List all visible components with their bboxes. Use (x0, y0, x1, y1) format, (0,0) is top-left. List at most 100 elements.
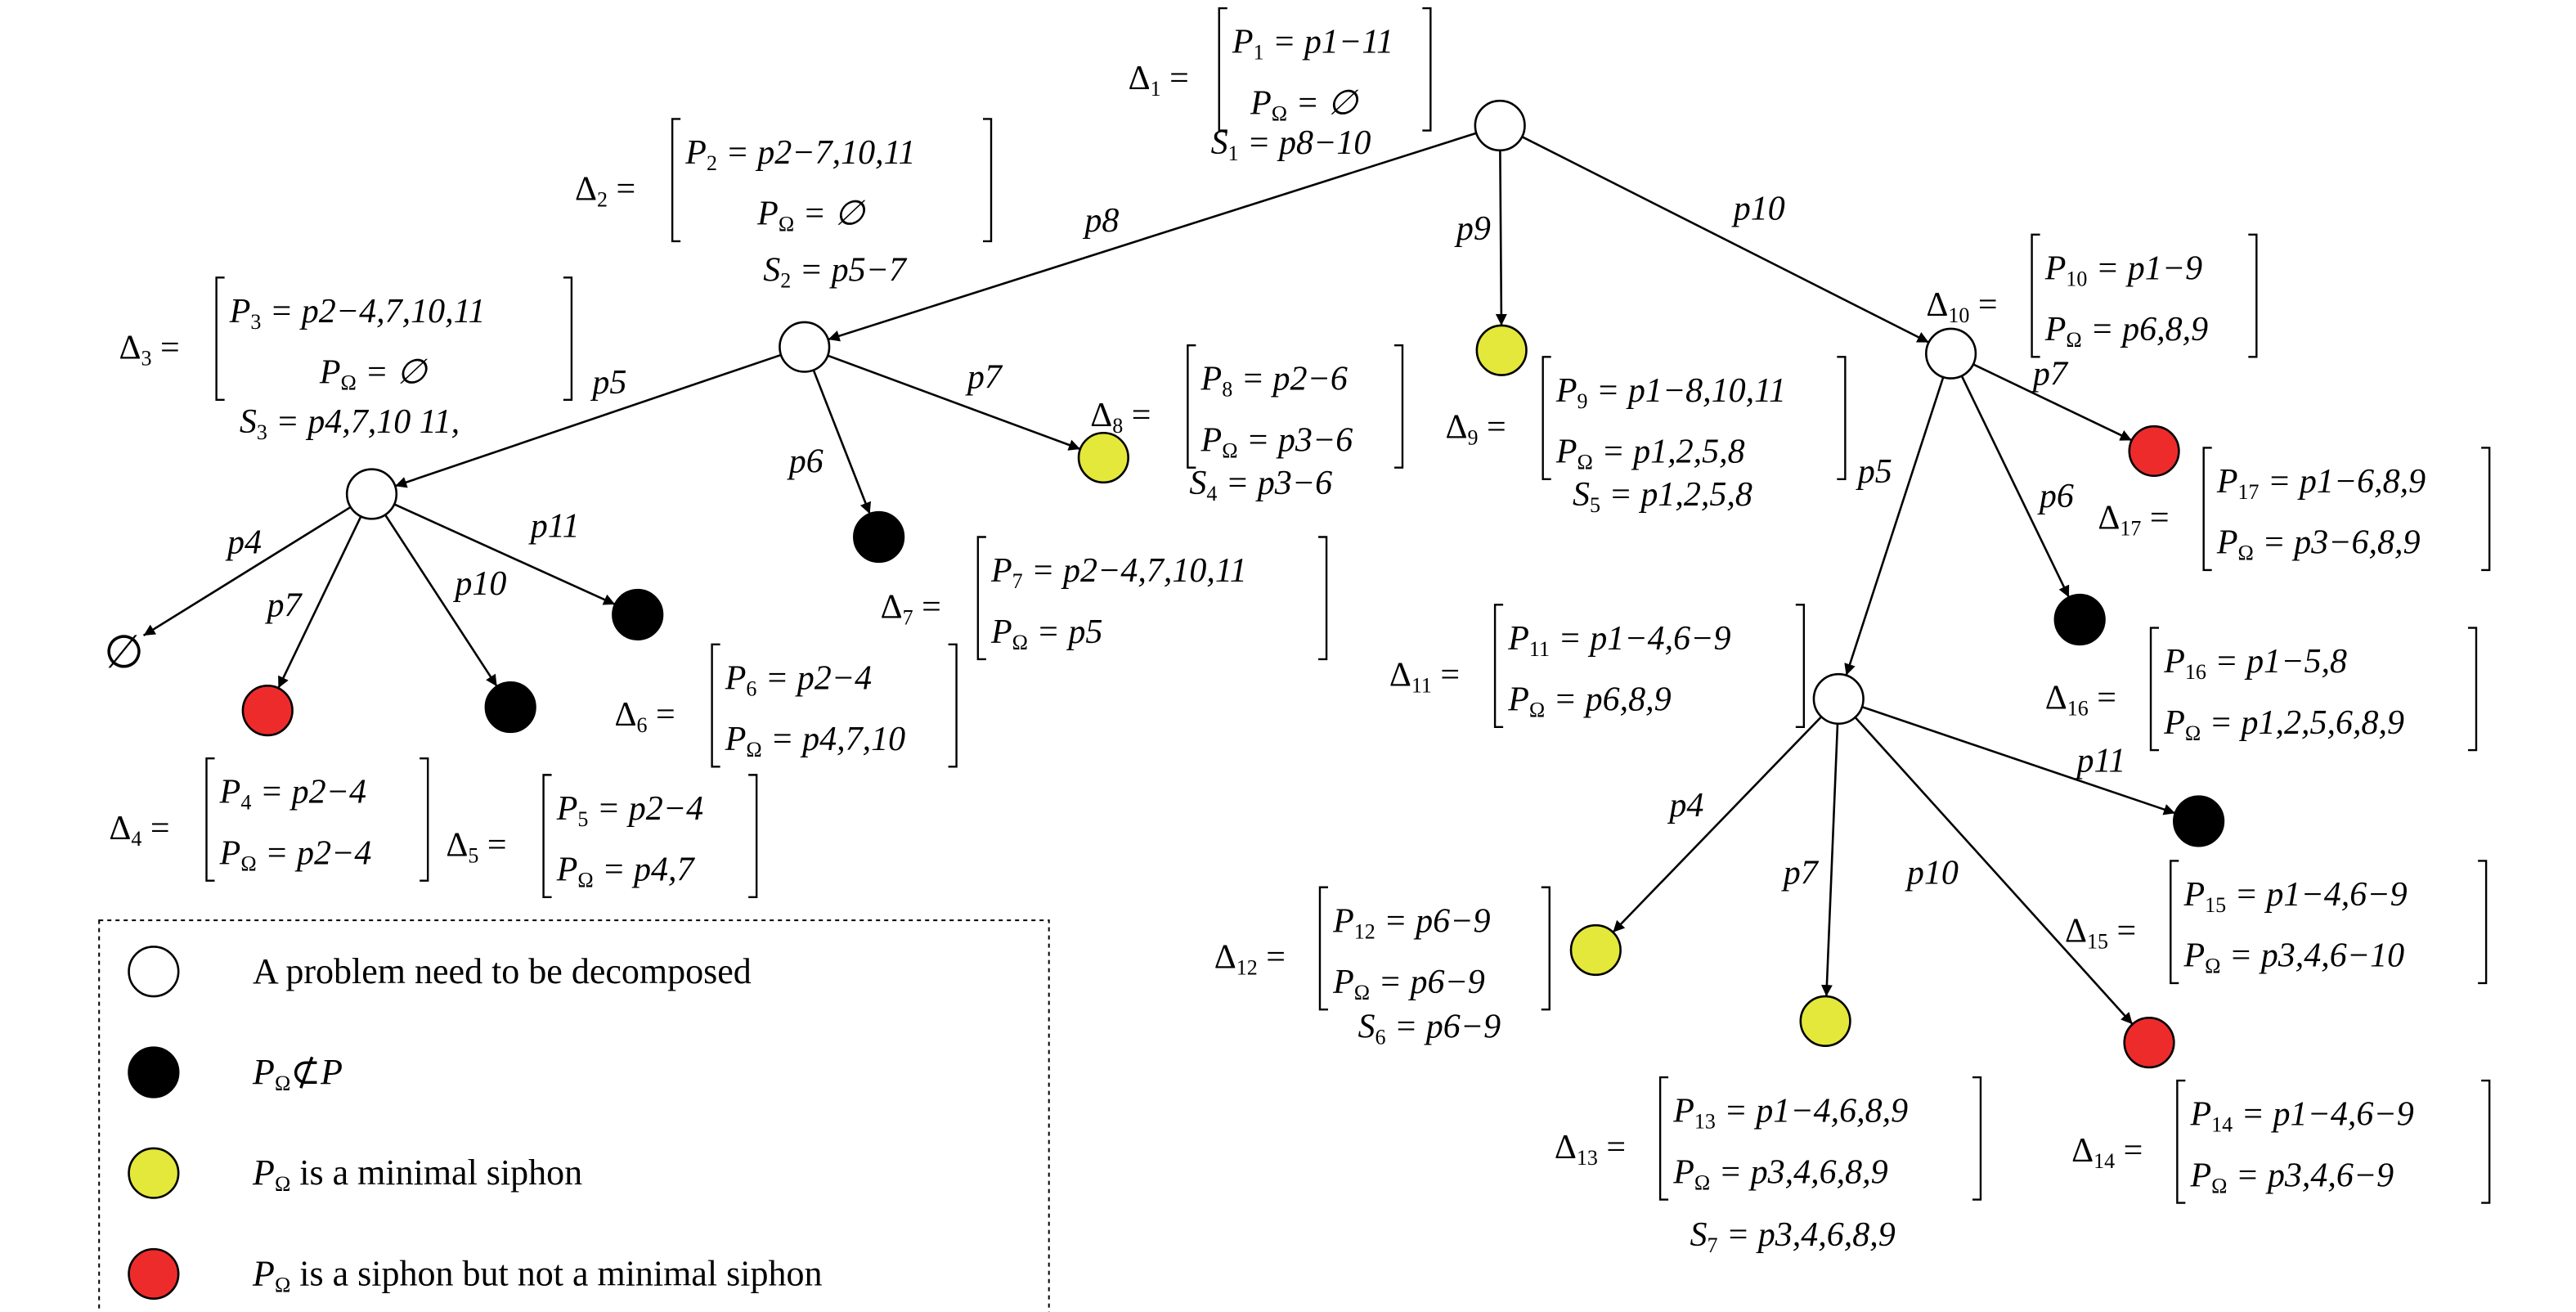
delta-15-bracket-right (2478, 860, 2488, 985)
delta-9-bracket-right (1837, 356, 1847, 480)
delta-12-pomega-row: PΩ = p6−9 (1332, 964, 1485, 1004)
edge-label-n1-n10: p10 (1731, 191, 1785, 228)
delta-13-name: Δ13 = (1555, 1129, 1626, 1170)
delta-4-p-row: P4 = p2−4 (219, 774, 366, 815)
delta-13-s-row: S7 = p3,4,6,8,9 (1690, 1216, 1895, 1257)
delta-2-bracket-right (983, 118, 993, 243)
delta-1-pomega-row: PΩ = ∅ (1250, 84, 1359, 125)
delta-6-bracket-right (948, 643, 958, 768)
delta-1-bracket-right (1422, 7, 1432, 132)
delta-17-bracket-left (2202, 447, 2212, 572)
legend-item-non_minimal_siphon: PΩ is a siphon but not a minimal siphon (252, 1253, 822, 1296)
delta-12-name: Δ12 = (1214, 939, 1286, 980)
node-n9 (1475, 324, 1528, 376)
delta-4: Δ4 =P4 = p2−4PΩ = p2−4 (109, 757, 429, 882)
empty-set-terminal: ∅ (104, 627, 144, 678)
delta-8: Δ8 =P8 = p2−6PΩ = p3−6S4 = p3−6 (1090, 344, 1404, 505)
delta-7-p-row: P7 = p2−4,7,10,11 (990, 552, 1247, 593)
legend-item-unexpanded: A problem need to be decomposed (253, 951, 752, 991)
delta-16-pomega-row: PΩ = p1,2,5,6,8,9 (2163, 704, 2404, 745)
delta-8-p-row: P8 = p2−6 (1200, 361, 1348, 402)
legend-swatch-unexpanded (128, 946, 180, 998)
edge-label-n3-n5: p10 (452, 565, 506, 603)
delta-13: Δ13 =P13 = p1−4,6,8,9PΩ = p3,4,6,8,9S7 =… (1555, 1076, 1982, 1257)
delta-17-pomega-row: PΩ = p3−6,8,9 (2216, 524, 2421, 565)
delta-7-bracket-left (976, 536, 986, 661)
delta-10-p-row: P10 = p1−9 (2044, 249, 2202, 290)
edge-n1-n10 (1521, 136, 1930, 344)
edge-label-n2-n8: p7 (965, 359, 1003, 397)
edge-n3-n6 (393, 503, 616, 606)
delta-8-pomega-row: PΩ = p3−6 (1200, 421, 1353, 462)
delta-11-bracket-left (1493, 604, 1504, 728)
delta-12-s-row: S6 = p6−9 (1358, 1009, 1501, 1049)
delta-1-p-row: P1 = p1−11 (1232, 24, 1393, 65)
delta-2-name: Δ2 = (575, 170, 635, 211)
delta-6-name: Δ6 = (614, 696, 675, 737)
delta-5: Δ5 =P5 = p2−4PΩ = p4,7 (446, 774, 758, 899)
delta-13-bracket-right (1972, 1076, 1982, 1201)
delta-9-name: Δ9 = (1446, 408, 1506, 449)
edge-n3-n4 (277, 515, 362, 689)
edge-label-n11-n15: p11 (2074, 742, 2125, 780)
node-n10 (1925, 327, 1977, 380)
delta-14-bracket-left (2176, 1079, 2186, 1204)
delta-13-p-row: P13 = p1−4,6,8,9 (1672, 1093, 1908, 1134)
delta-11-p-row: P11 = p1−4,6−9 (1507, 620, 1730, 661)
delta-6: Δ6 =P6 = p2−4PΩ = p4,7,10 (614, 643, 958, 768)
delta-9-s-row: S5 = p1,2,5,8 (1573, 476, 1752, 517)
delta-2-bracket-left (671, 118, 681, 243)
delta-7-name: Δ7 = (881, 588, 941, 629)
node-n14 (2123, 1017, 2175, 1069)
delta-13-bracket-left (1658, 1076, 1669, 1201)
node-n17 (2128, 425, 2180, 478)
node-n13 (1799, 995, 1851, 1047)
edge-label-n10-n17: p7 (2031, 356, 2069, 393)
delta-12-p-row: P12 = p6−9 (1332, 902, 1490, 943)
delta-8-bracket-right (1393, 344, 1404, 469)
delta-3-pomega-row: PΩ = ∅ (319, 354, 429, 395)
edge-n1-n2 (828, 132, 1477, 342)
edge-n3-empty (142, 505, 352, 637)
delta-16-p-row: P16 = p1−5,8 (2163, 643, 2347, 684)
delta-9-pomega-row: PΩ = p1,2,5,8 (1555, 434, 1745, 474)
delta-6-bracket-left (711, 643, 720, 768)
edge-n3-n5 (384, 514, 498, 687)
legend-swatch-minimal_siphon (128, 1147, 180, 1199)
delta-4-pomega-row: PΩ = p2−4 (219, 834, 372, 875)
delta-2-p-row: P2 = p2−7,10,11 (684, 134, 915, 175)
edge-label-n3-n4: p7 (264, 586, 303, 624)
edge-n10-n11 (1844, 376, 1945, 676)
edge-n11-n14 (1854, 717, 2134, 1026)
edge-n11-n12 (1612, 716, 1823, 933)
edge-n2-n8 (827, 354, 1081, 451)
edge-n2-n3 (394, 353, 782, 488)
delta-3-bracket-left (215, 276, 225, 402)
edge-label-n1-n2: p8 (1082, 202, 1119, 240)
edges-layer (142, 132, 2176, 1026)
delta-15: Δ15 =P15 = p1−4,6−9PΩ = p3,4,6−10 (2065, 860, 2488, 985)
node-n8 (1077, 431, 1129, 484)
delta-9-p-row: P9 = p1−8,10,11 (1555, 372, 1786, 413)
edge-n10-n17 (1972, 363, 2133, 442)
delta-14: Δ14 =P14 = p1−4,6−9PΩ = p3,4,6−9 (2071, 1079, 2491, 1204)
node-n16 (2053, 593, 2106, 646)
node-n12 (1569, 923, 1622, 977)
delta-15-bracket-left (2170, 860, 2179, 985)
delta-1-name: Δ1 = (1129, 60, 1189, 101)
delta-3-p-row: P3 = p2−4,7,10,11 (229, 293, 486, 334)
edge-n2-n7 (812, 369, 872, 514)
delta-8-bracket-left (1187, 344, 1196, 469)
node-n3 (345, 468, 398, 520)
delta-6-pomega-row: PΩ = p4,7,10 (725, 721, 905, 762)
edge-label-n2-n3: p5 (590, 364, 626, 402)
edge-n1-n9 (1495, 150, 1507, 326)
nodes-layer (241, 99, 2225, 1069)
edge-label-n3-empty: p4 (225, 524, 262, 562)
delta-7-bracket-right (1318, 536, 1328, 661)
